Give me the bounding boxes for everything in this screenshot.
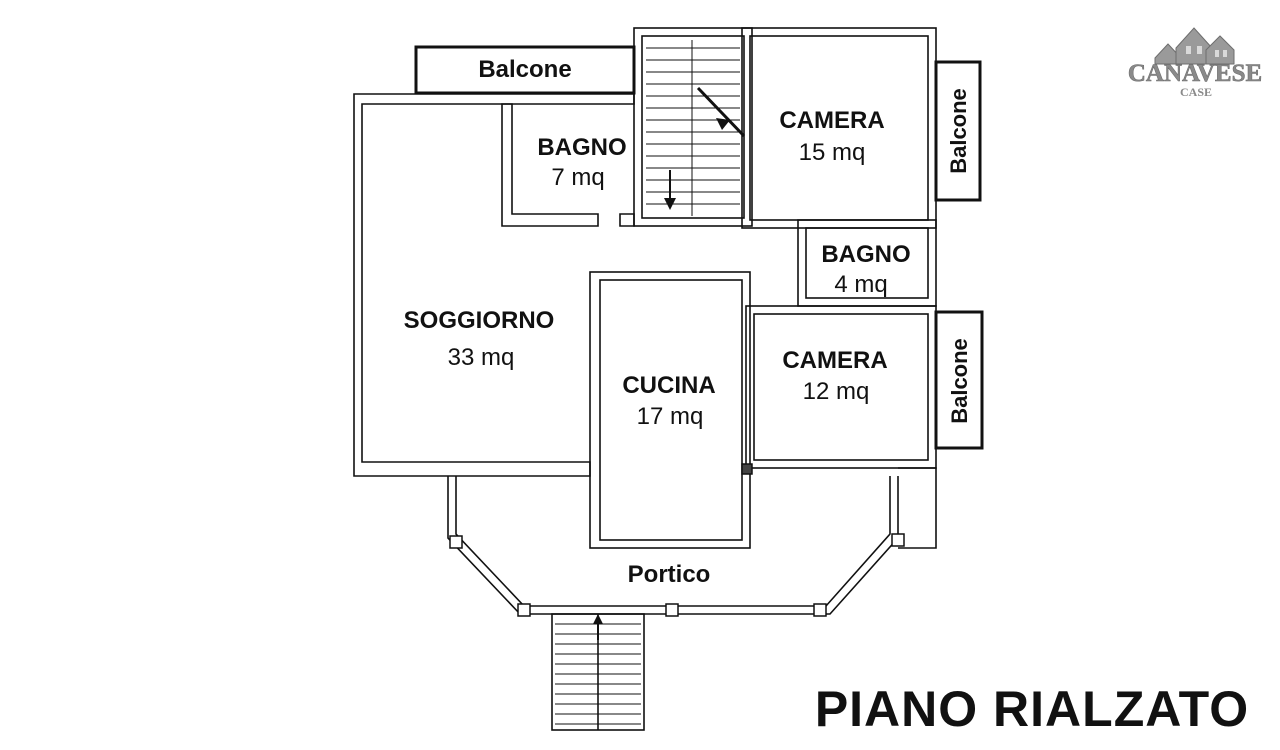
balcone-right-1-label: Balcone <box>946 88 971 174</box>
logo-name: CANAVESE <box>1128 60 1262 87</box>
camera-12-name: CAMERA <box>782 347 887 374</box>
house-windows <box>1186 46 1227 57</box>
stair-steps <box>555 40 740 725</box>
logo-sub: CASE <box>1180 85 1212 99</box>
camera-12-area: 12 mq <box>803 378 870 405</box>
cucina-name: CUCINA <box>622 372 715 399</box>
bagno-4-area: 4 mq <box>834 271 887 298</box>
balcone-right-2-label: Balcone <box>947 338 972 424</box>
camera-15-name: CAMERA <box>779 107 884 134</box>
columns <box>449 463 905 617</box>
bagno-4-name: BAGNO <box>821 241 910 268</box>
soggiorno-area: 33 mq <box>448 344 515 371</box>
soggiorno-name: SOGGIORNO <box>404 307 555 334</box>
balcone-top-label: Balcone <box>478 56 571 83</box>
bagno-7-area: 7 mq <box>551 164 604 191</box>
plan-title: PIANO RIALZATO <box>815 681 1249 737</box>
bagno-7-name: BAGNO <box>537 134 626 161</box>
cucina-area: 17 mq <box>637 403 704 430</box>
camera-15-area: 15 mq <box>799 139 866 166</box>
canavese-case-logo: CANAVESE CASE <box>1128 27 1262 99</box>
stair-arrows <box>593 86 746 640</box>
portico-label: Portico <box>628 561 711 588</box>
house-icon <box>1154 27 1235 65</box>
